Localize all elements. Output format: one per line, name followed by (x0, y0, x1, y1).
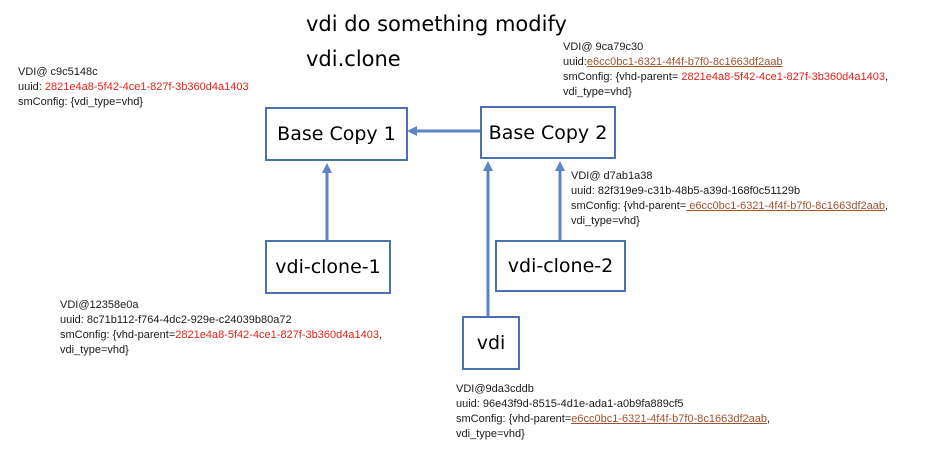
info-vdi: VDI@9da3cddb uuid: 96e43f9d-8515-4d1e-ad… (456, 382, 770, 442)
base-copy-1-box: Base Copy 1 (265, 107, 408, 161)
diagram-title-line1: vdi do something modify (306, 12, 567, 36)
parent-uuid: 2821e4a8-5f42-4ce1-827f-3b360d4a1403 (175, 329, 379, 341)
info-vdi-clone-1: VDI@12358e0a uuid: 8c71b112-f764-4dc2-92… (60, 298, 382, 358)
uuid-value: 2821e4a8-5f42-4ce1-827f-3b360d4a1403 (44, 81, 249, 93)
vdi-clone-2-box: vdi-clone-2 (495, 240, 626, 292)
parent-uuid-link[interactable]: e6cc0bc1-6321-4f4f-b7f0-8c1663df2aab (571, 413, 767, 425)
info-vdi-clone-2: VDI@ d7ab1a38 uuid: 82f319e9-c31b-48b5-a… (571, 169, 888, 229)
parent-uuid: 2821e4a8-5f42-4ce1-827f-3b360d4a1403 (681, 71, 886, 83)
uuid-line: uuid: 96e43f9d-8515-4d1e-ada1-a0b9fa889c… (456, 398, 684, 410)
vdi-box: vdi (462, 316, 520, 370)
uuid-line: uuid: 82f319e9-c31b-48b5-a39d-168f0c5112… (571, 185, 801, 197)
smconfig-line: smConfig: {vdi_type=vhd} (18, 96, 144, 108)
vdi-id: VDI@ 9ca79c30 (563, 41, 644, 53)
vdi-id: VDI@12358e0a (60, 299, 139, 311)
smconfig-line: smConfig: {vhd-parent=2821e4a8-5f42-4ce1… (60, 329, 383, 341)
info-base-copy-2: VDI@ 9ca79c30 uuid:e6cc0bc1-6321-4f4f-b7… (563, 40, 888, 100)
vdi-id: VDI@ d7ab1a38 (571, 170, 653, 182)
smconfig-line-2: vdi_type=vhd} (456, 428, 525, 440)
uuid-link[interactable]: e6cc0bc1-6321-4f4f-b7f0-8c1663df2aab (586, 56, 783, 68)
smconfig-line: smConfig: {vhd-parent=e6cc0bc1-6321-4f4f… (456, 413, 771, 425)
diagram-title-line2: vdi.clone (306, 47, 401, 71)
uuid-line: uuid: 8c71b112-f764-4dc2-929e-c24039b80a… (60, 314, 292, 326)
parent-uuid-link[interactable]: e6cc0bc1-6321-4f4f-b7f0-8c1663df2aab (686, 200, 886, 212)
uuid-line: uuid:e6cc0bc1-6321-4f4f-b7f0-8c1663df2aa… (563, 56, 783, 68)
info-base-copy-1: VDI@ c9c5148c uuid: 2821e4a8-5f42-4ce1-8… (18, 65, 249, 110)
vdi-clone-1-box: vdi-clone-1 (265, 240, 391, 294)
uuid-line: uuid: 2821e4a8-5f42-4ce1-827f-3b360d4a14… (18, 81, 249, 93)
smconfig-line: smConfig: {vhd-parent= 2821e4a8-5f42-4ce… (563, 71, 889, 83)
base-copy-2-box: Base Copy 2 (480, 106, 616, 159)
smconfig-line: smConfig: {vhd-parent= e6cc0bc1-6321-4f4… (571, 200, 889, 212)
smconfig-line-2: vdi_type=vhd} (60, 344, 129, 356)
vdi-id: VDI@ c9c5148c (18, 66, 98, 78)
smconfig-line-2: vdi_type=vhd} (563, 86, 632, 98)
smconfig-line-2: vdi_type=vhd} (571, 215, 640, 227)
vdi-id: VDI@9da3cddb (456, 383, 534, 395)
